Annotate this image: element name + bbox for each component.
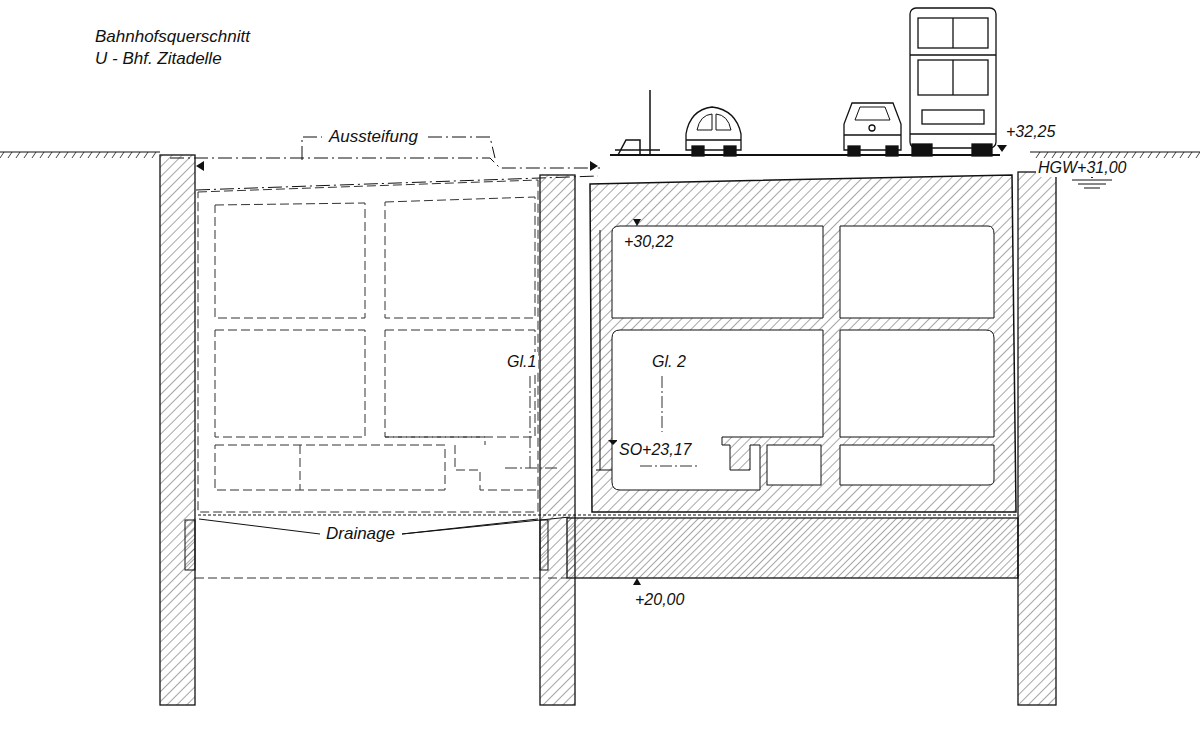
railing bbox=[649, 90, 651, 155]
railing bbox=[618, 140, 640, 155]
track-axis bbox=[505, 376, 700, 470]
tunnel-structure bbox=[612, 226, 823, 318]
car-figure bbox=[844, 103, 901, 156]
tunnel-structure bbox=[633, 219, 641, 226]
car-figure bbox=[844, 134, 901, 135]
drainage-mark bbox=[540, 520, 548, 570]
drainage-mark bbox=[185, 520, 548, 570]
bracing-marker bbox=[196, 161, 204, 171]
bracing-marker bbox=[196, 161, 598, 171]
tunnel-structure bbox=[840, 226, 994, 318]
bus-figure bbox=[910, 54, 996, 55]
planned-tunnel-outline bbox=[215, 330, 365, 437]
bracing-line bbox=[170, 158, 600, 168]
leader-line bbox=[199, 519, 320, 534]
level-label: +30,22 bbox=[622, 232, 675, 251]
diaphragm-wall bbox=[160, 155, 1056, 705]
planned-tunnel-outline bbox=[198, 180, 538, 512]
track-label: Gl. 2 bbox=[650, 352, 688, 371]
tunnel-structure bbox=[767, 445, 821, 485]
bus-figure bbox=[952, 60, 953, 95]
base-slab bbox=[567, 518, 1018, 578]
level-label: HGW+31,00 bbox=[1036, 158, 1128, 177]
drawing-title: Bahnhofsquerschnitt U - Bhf. Zitadelle bbox=[95, 26, 258, 70]
tunnel-structure bbox=[840, 330, 994, 437]
diaphragm-wall bbox=[540, 175, 575, 705]
planned-tunnel-outline bbox=[215, 203, 365, 318]
diaphragm-wall bbox=[160, 155, 195, 705]
planned-tunnel-outline bbox=[385, 437, 485, 445]
planned-tunnel-outline bbox=[385, 197, 535, 318]
drainage-line bbox=[198, 515, 1016, 516]
track-label: Gl.1 bbox=[505, 352, 538, 371]
planned-tunnel-outline bbox=[215, 445, 445, 490]
tunnel-structure bbox=[612, 330, 823, 490]
ground-line bbox=[0, 152, 156, 158]
tunnel-structure bbox=[596, 470, 612, 471]
level-label: SO+23,17 bbox=[617, 440, 694, 459]
bus-figure bbox=[910, 8, 996, 156]
bracing-marker bbox=[590, 161, 598, 171]
level-marker bbox=[633, 578, 641, 585]
groundwater-symbol bbox=[1072, 180, 1112, 181]
bus-figure bbox=[910, 8, 996, 148]
groundwater-symbol bbox=[1078, 184, 1106, 185]
dimension-label: Aussteifung bbox=[327, 127, 420, 147]
track-axis bbox=[530, 376, 531, 470]
diaphragm-wall bbox=[1018, 172, 1056, 705]
car-figure bbox=[844, 103, 901, 150]
bus-figure bbox=[910, 133, 996, 134]
tunnel-structure bbox=[600, 230, 601, 470]
car-figure bbox=[697, 114, 731, 130]
callout-label: Drainage bbox=[324, 524, 397, 544]
track-axis bbox=[505, 468, 560, 469]
bus-figure bbox=[972, 144, 992, 156]
bracing-line bbox=[428, 137, 495, 158]
drainage-mark bbox=[185, 520, 195, 570]
car-figure bbox=[686, 107, 741, 156]
car-figure bbox=[686, 107, 741, 150]
level-label: +20,00 bbox=[633, 590, 686, 609]
tunnel-structure bbox=[612, 226, 994, 490]
leader-line bbox=[402, 517, 570, 534]
tunnel-structure bbox=[840, 445, 994, 485]
bus-figure bbox=[922, 110, 984, 124]
level-label: +32,25 bbox=[1004, 122, 1057, 141]
planned-tunnel-outline bbox=[385, 330, 535, 437]
ground-line bbox=[0, 151, 160, 152]
ground-line bbox=[610, 154, 1000, 156]
tunnel-structure bbox=[590, 175, 1016, 512]
car-figure bbox=[886, 146, 898, 156]
level-marker bbox=[997, 145, 1007, 152]
car-figure bbox=[692, 146, 704, 156]
planned-tunnel-outline bbox=[195, 578, 540, 579]
bus-figure bbox=[952, 18, 953, 48]
tunnel-structure bbox=[590, 175, 1016, 512]
car-figure bbox=[686, 139, 741, 140]
planned-tunnel-outline bbox=[195, 180, 567, 578]
car-figure bbox=[724, 146, 736, 156]
groundwater-symbol bbox=[1084, 188, 1100, 189]
bus-figure bbox=[918, 60, 988, 95]
car-figure bbox=[848, 146, 860, 156]
bus-figure bbox=[912, 144, 932, 156]
car-figure bbox=[869, 125, 875, 131]
track-axis bbox=[662, 376, 663, 432]
track-axis bbox=[640, 466, 700, 467]
railing bbox=[615, 90, 660, 155]
planned-tunnel-outline bbox=[300, 445, 301, 490]
bus-figure bbox=[918, 18, 988, 48]
bracing-line bbox=[302, 137, 322, 160]
car-figure bbox=[855, 107, 890, 120]
